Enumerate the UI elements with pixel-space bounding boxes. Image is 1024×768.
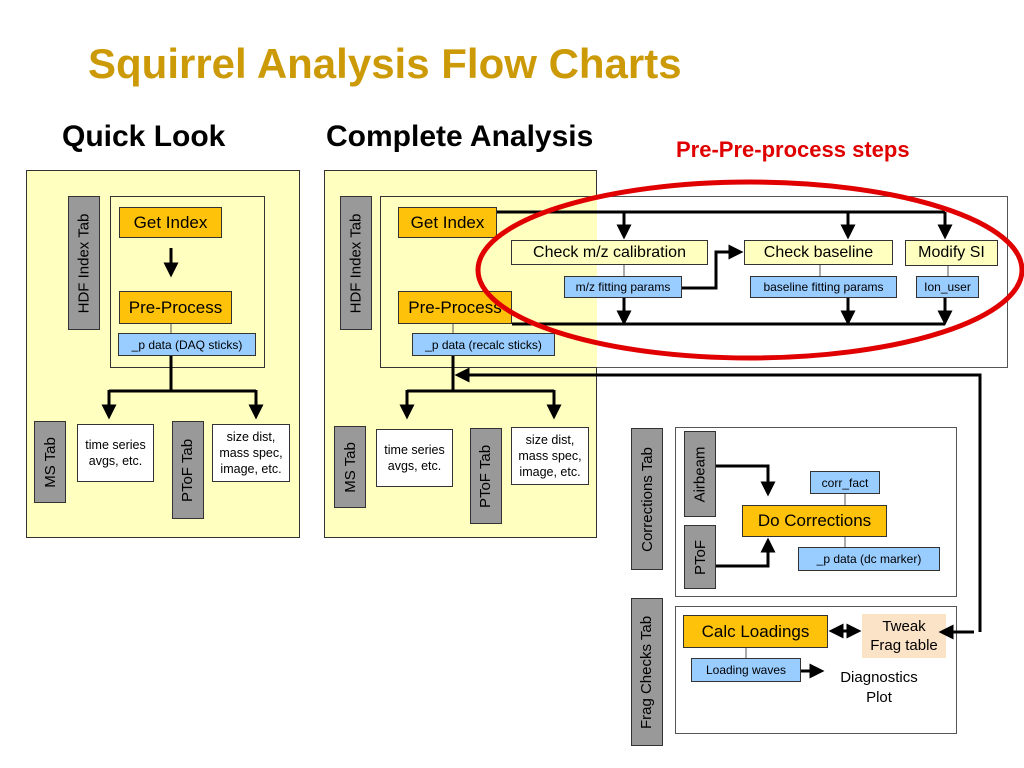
complete-analysis-heading: Complete Analysis — [326, 120, 594, 153]
quick-look-pre-process-button[interactable]: Pre-Process — [119, 291, 232, 324]
check-baseline-button[interactable]: Check baseline — [744, 240, 893, 265]
corr-fact-wave: corr_fact — [810, 471, 880, 494]
quick-look-time-series-output: time series avgs, etc. — [77, 424, 154, 482]
modify-si-button[interactable]: Modify SI — [905, 240, 998, 266]
ptof-corrections-tab[interactable]: PToF — [684, 525, 716, 589]
page-title: Squirrel Analysis Flow Charts — [88, 40, 682, 87]
pre-pre-process-heading: Pre-Pre-process steps — [676, 137, 910, 162]
complete-hdf-index-tab[interactable]: HDF Index Tab — [340, 196, 372, 330]
quick-look-get-index-button[interactable]: Get Index — [119, 207, 222, 238]
complete-time-series-output: time series avgs, etc. — [376, 429, 453, 487]
quick-look-ptof-tab[interactable]: PToF Tab — [172, 421, 204, 519]
return-path-arrow — [454, 367, 982, 632]
dc-marker-p-data-wave: _p data (dc marker) — [798, 547, 940, 571]
frag-checks-tab[interactable]: Frag Checks Tab — [631, 598, 663, 746]
ptof-to-corrections-arrow — [716, 537, 776, 568]
quick-look-heading: Quick Look — [62, 120, 226, 153]
complete-pre-process-button[interactable]: Pre-Process — [398, 291, 512, 324]
corrections-tab[interactable]: Corrections Tab — [631, 428, 663, 570]
complete-size-dist-output: size dist, mass spec, image, etc. — [511, 427, 589, 485]
complete-get-index-button[interactable]: Get Index — [398, 207, 497, 238]
complete-ptof-tab[interactable]: PToF Tab — [470, 428, 502, 524]
airbeam-tab[interactable]: Airbeam — [684, 431, 716, 517]
complete-ms-tab[interactable]: MS Tab — [334, 426, 366, 508]
airbeam-to-corrections-arrow — [716, 464, 776, 497]
quick-look-p-data-wave: _p data (DAQ sticks) — [118, 333, 256, 356]
quick-look-size-dist-output: size dist, mass spec, image, etc. — [212, 424, 290, 482]
mz-fitting-params-wave: m/z fitting params — [564, 276, 682, 298]
ion-user-wave: Ion_user — [916, 276, 979, 298]
pre-pre-process-highlight — [475, 179, 1024, 361]
baseline-fitting-params-wave: baseline fitting params — [750, 276, 897, 298]
check-mz-calibration-button[interactable]: Check m/z calibration — [511, 240, 708, 265]
calc-loadings-button[interactable]: Calc Loadings — [683, 615, 828, 648]
diagnostics-plot-label: Diagnostics Plot — [840, 669, 918, 706]
do-corrections-button[interactable]: Do Corrections — [742, 505, 887, 537]
loading-waves-wave: Loading waves — [691, 658, 801, 682]
quick-look-ms-tab[interactable]: MS Tab — [34, 421, 66, 503]
quick-look-hdf-index-tab[interactable]: HDF Index Tab — [68, 196, 100, 330]
complete-p-data-wave: _p data (recalc sticks) — [412, 333, 555, 356]
tweak-frag-table-button[interactable]: Tweak Frag table — [862, 614, 946, 658]
mz-to-baseline-arrow — [682, 244, 744, 290]
